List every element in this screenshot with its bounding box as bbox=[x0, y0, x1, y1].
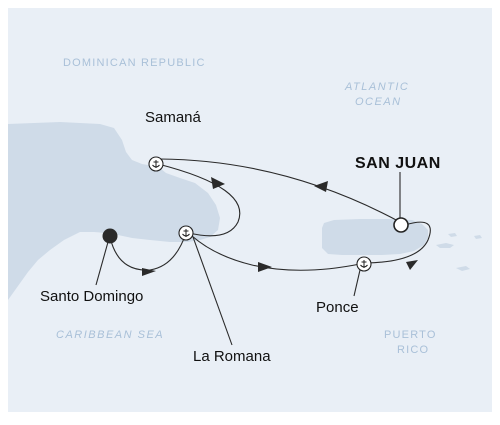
dominican-republic-landmass bbox=[8, 122, 220, 300]
cruise-route bbox=[95, 158, 431, 346]
route-ponce-la-romana bbox=[191, 235, 361, 271]
water-label-atlantic: ATLANTIC bbox=[345, 81, 410, 93]
vieques-island bbox=[436, 243, 454, 248]
arrow-3 bbox=[314, 181, 328, 192]
arrow-4 bbox=[258, 262, 272, 272]
arrow-1 bbox=[142, 268, 156, 276]
route-san-juan-ponce bbox=[365, 221, 431, 264]
port-label-ponce: Ponce bbox=[316, 299, 359, 316]
port-label-samana: Samaná bbox=[145, 109, 201, 126]
route-arrows bbox=[142, 177, 418, 276]
region-label-puerto: PUERTO bbox=[384, 329, 437, 341]
small-islet bbox=[474, 235, 482, 239]
water-label-caribbean-sea: CARIBBEAN SEA bbox=[56, 329, 165, 341]
route-samana-san-juan bbox=[159, 158, 401, 223]
route-la-romana-samana bbox=[157, 163, 241, 237]
culebra-island bbox=[448, 233, 457, 237]
arrow-2 bbox=[211, 177, 225, 189]
anchor-icon bbox=[356, 256, 372, 272]
anchor-icon bbox=[178, 225, 194, 241]
arrow-5 bbox=[406, 260, 418, 270]
end-port-circle bbox=[393, 217, 409, 233]
anchor-icon bbox=[148, 156, 164, 172]
start-port-dot bbox=[102, 228, 118, 244]
leader-santo-domingo bbox=[95, 241, 109, 286]
leader-la-romana bbox=[192, 236, 233, 346]
puerto-rico-landmass bbox=[322, 219, 428, 255]
leader-ponce bbox=[353, 269, 361, 297]
water-label-ocean: OCEAN bbox=[355, 96, 402, 108]
virgin-islands bbox=[456, 266, 470, 271]
region-label-dominican-republic: DOMINICAN REPUBLIC bbox=[63, 57, 206, 69]
region-label-rico: RICO bbox=[397, 344, 430, 356]
port-label-la-romana: La Romana bbox=[193, 348, 271, 365]
port-label-san-juan: SAN JUAN bbox=[355, 155, 441, 172]
port-label-santo-domingo: Santo Domingo bbox=[40, 288, 144, 305]
